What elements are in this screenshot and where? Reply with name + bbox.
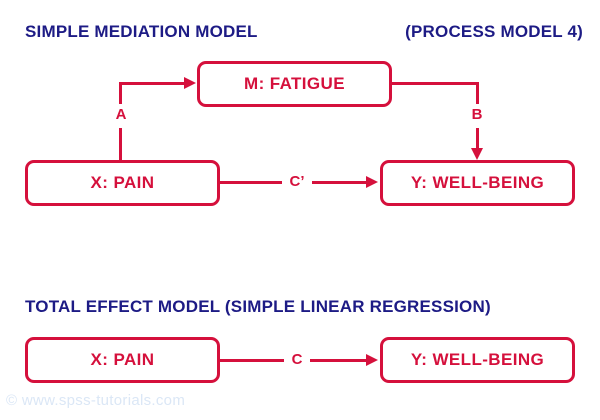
outcome-box-well-being: Y: WELL-BEING <box>380 160 575 206</box>
total-effect-model-title: TOTAL EFFECT MODEL (SIMPLE LINEAR REGRES… <box>25 297 491 316</box>
path-c-prime-line-left <box>220 181 282 184</box>
path-c-line-right <box>310 359 368 362</box>
path-b-vertical-lower-line <box>476 128 479 148</box>
process-model-4-title: (PROCESS MODEL 4) <box>405 22 583 41</box>
total-effect-outcome-box-well-being: Y: WELL-BEING <box>380 337 575 383</box>
path-b-vertical-upper-line <box>476 82 479 104</box>
path-b-horizontal-line <box>392 82 479 85</box>
path-a-arrowhead-icon <box>184 77 196 89</box>
spss-tutorials-watermark: © www.spss-tutorials.com <box>6 392 186 409</box>
path-c-label: C <box>291 351 303 368</box>
predictor-box-pain: X: PAIN <box>25 160 220 206</box>
path-c-prime-label: C’ <box>289 173 305 190</box>
path-a-label: A <box>115 106 127 123</box>
mediator-box-fatigue: M: FATIGUE <box>197 61 392 107</box>
path-a-horizontal-line <box>120 82 186 85</box>
path-b-arrowhead-icon <box>471 148 483 160</box>
path-c-line-left <box>220 359 284 362</box>
simple-mediation-model-title: SIMPLE MEDIATION MODEL <box>25 22 258 41</box>
path-c-prime-arrowhead-icon <box>366 176 378 188</box>
path-c-arrowhead-icon <box>366 354 378 366</box>
path-b-label: B <box>471 106 483 123</box>
total-effect-predictor-box-pain: X: PAIN <box>25 337 220 383</box>
path-a-vertical-lower-line <box>119 128 122 160</box>
path-c-prime-line-right <box>312 181 368 184</box>
path-a-vertical-upper-line <box>119 82 122 104</box>
